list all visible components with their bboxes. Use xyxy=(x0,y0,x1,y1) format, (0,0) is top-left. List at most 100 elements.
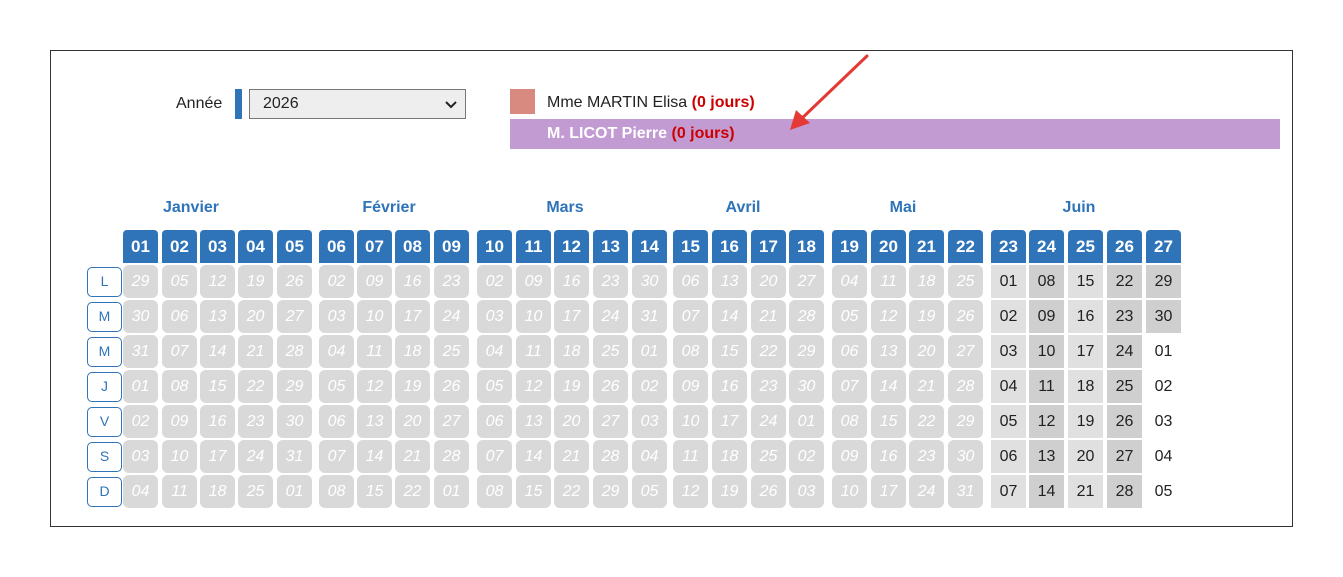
day-cell[interactable]: 03 xyxy=(477,300,512,333)
day-cell[interactable]: 20 xyxy=(751,265,786,298)
day-cell[interactable]: 14 xyxy=(516,440,551,473)
week-number[interactable]: 09 xyxy=(434,230,469,263)
day-cell[interactable]: 09 xyxy=(1029,300,1064,333)
day-cell[interactable]: 12 xyxy=(357,370,392,403)
day-cell[interactable]: 19 xyxy=(554,370,589,403)
day-cell[interactable]: 18 xyxy=(712,440,747,473)
day-cell[interactable]: 09 xyxy=(516,265,551,298)
day-cell[interactable]: 20 xyxy=(909,335,944,368)
day-cell[interactable]: 06 xyxy=(477,405,512,438)
day-cell[interactable]: 13 xyxy=(871,335,906,368)
day-cell[interactable]: 20 xyxy=(395,405,430,438)
week-number[interactable]: 08 xyxy=(395,230,430,263)
day-cell[interactable]: 24 xyxy=(593,300,628,333)
day-cell[interactable]: 17 xyxy=(554,300,589,333)
weekday-button[interactable]: S xyxy=(87,442,122,472)
day-cell[interactable]: 30 xyxy=(123,300,158,333)
day-cell[interactable]: 10 xyxy=(162,440,197,473)
day-cell[interactable]: 03 xyxy=(1154,413,1173,430)
day-cell[interactable]: 23 xyxy=(751,370,786,403)
day-cell[interactable]: 07 xyxy=(477,440,512,473)
day-cell[interactable]: 17 xyxy=(871,475,906,508)
day-cell[interactable]: 31 xyxy=(123,335,158,368)
day-cell[interactable]: 16 xyxy=(712,370,747,403)
day-cell[interactable]: 06 xyxy=(162,300,197,333)
week-number[interactable]: 01 xyxy=(123,230,158,263)
day-cell[interactable]: 17 xyxy=(712,405,747,438)
day-cell[interactable]: 01 xyxy=(632,335,667,368)
day-cell[interactable]: 01 xyxy=(434,475,469,508)
day-cell[interactable]: 05 xyxy=(632,475,667,508)
week-number[interactable]: 24 xyxy=(1029,230,1064,263)
day-cell[interactable]: 04 xyxy=(319,335,354,368)
day-cell[interactable]: 26 xyxy=(434,370,469,403)
day-cell[interactable]: 15 xyxy=(516,475,551,508)
weekday-button[interactable]: D xyxy=(87,477,122,507)
week-number[interactable]: 16 xyxy=(712,230,747,263)
day-cell[interactable]: 27 xyxy=(1107,440,1142,473)
weekday-button[interactable]: L xyxy=(87,267,122,297)
day-cell[interactable]: 01 xyxy=(123,370,158,403)
day-cell[interactable]: 31 xyxy=(948,475,983,508)
day-cell[interactable]: 29 xyxy=(1146,265,1181,298)
day-cell[interactable]: 16 xyxy=(1068,300,1103,333)
weekday-button[interactable]: V xyxy=(87,407,122,437)
day-cell[interactable]: 19 xyxy=(909,300,944,333)
day-cell[interactable]: 22 xyxy=(554,475,589,508)
day-cell[interactable]: 28 xyxy=(593,440,628,473)
day-cell[interactable]: 28 xyxy=(948,370,983,403)
day-cell[interactable]: 07 xyxy=(832,370,867,403)
day-cell[interactable]: 19 xyxy=(238,265,273,298)
day-cell[interactable]: 10 xyxy=(832,475,867,508)
day-cell[interactable]: 29 xyxy=(948,405,983,438)
day-cell[interactable]: 01 xyxy=(991,265,1026,298)
day-cell[interactable]: 02 xyxy=(477,265,512,298)
day-cell[interactable]: 02 xyxy=(991,300,1026,333)
day-cell[interactable]: 29 xyxy=(593,475,628,508)
day-cell[interactable]: 04 xyxy=(123,475,158,508)
day-cell[interactable]: 02 xyxy=(632,370,667,403)
day-cell[interactable]: 12 xyxy=(516,370,551,403)
day-cell[interactable]: 23 xyxy=(1107,300,1142,333)
day-cell[interactable]: 30 xyxy=(789,370,824,403)
day-cell[interactable]: 28 xyxy=(789,300,824,333)
day-cell[interactable]: 22 xyxy=(395,475,430,508)
day-cell[interactable]: 25 xyxy=(434,335,469,368)
day-cell[interactable]: 07 xyxy=(991,475,1026,508)
day-cell[interactable]: 18 xyxy=(395,335,430,368)
day-cell[interactable]: 18 xyxy=(1068,370,1103,403)
day-cell[interactable]: 25 xyxy=(1107,370,1142,403)
day-cell[interactable]: 07 xyxy=(673,300,708,333)
week-number[interactable]: 22 xyxy=(948,230,983,263)
day-cell[interactable]: 31 xyxy=(632,300,667,333)
day-cell[interactable]: 11 xyxy=(1029,370,1064,403)
day-cell[interactable]: 27 xyxy=(434,405,469,438)
day-cell[interactable]: 17 xyxy=(395,300,430,333)
day-cell[interactable]: 20 xyxy=(238,300,273,333)
day-cell[interactable]: 15 xyxy=(1068,265,1103,298)
day-cell[interactable]: 30 xyxy=(948,440,983,473)
day-cell[interactable]: 13 xyxy=(516,405,551,438)
day-cell[interactable]: 24 xyxy=(751,405,786,438)
week-number[interactable]: 19 xyxy=(832,230,867,263)
day-cell[interactable]: 13 xyxy=(200,300,235,333)
day-cell[interactable]: 05 xyxy=(1154,483,1173,500)
day-cell[interactable]: 29 xyxy=(123,265,158,298)
day-cell[interactable]: 02 xyxy=(789,440,824,473)
day-cell[interactable]: 17 xyxy=(200,440,235,473)
day-cell[interactable]: 28 xyxy=(1107,475,1142,508)
day-cell[interactable]: 15 xyxy=(712,335,747,368)
day-cell[interactable]: 08 xyxy=(673,335,708,368)
day-cell[interactable]: 27 xyxy=(593,405,628,438)
legend-person-licot[interactable]: M. LICOT Pierre (0 jours) xyxy=(510,119,1280,149)
day-cell[interactable]: 05 xyxy=(477,370,512,403)
day-cell[interactable]: 06 xyxy=(991,440,1026,473)
day-cell[interactable]: 01 xyxy=(1154,343,1173,360)
day-cell[interactable]: 03 xyxy=(632,405,667,438)
week-number[interactable]: 07 xyxy=(357,230,392,263)
day-cell[interactable]: 10 xyxy=(516,300,551,333)
week-number[interactable]: 03 xyxy=(200,230,235,263)
day-cell[interactable]: 23 xyxy=(593,265,628,298)
day-cell[interactable]: 01 xyxy=(789,405,824,438)
day-cell[interactable]: 30 xyxy=(632,265,667,298)
